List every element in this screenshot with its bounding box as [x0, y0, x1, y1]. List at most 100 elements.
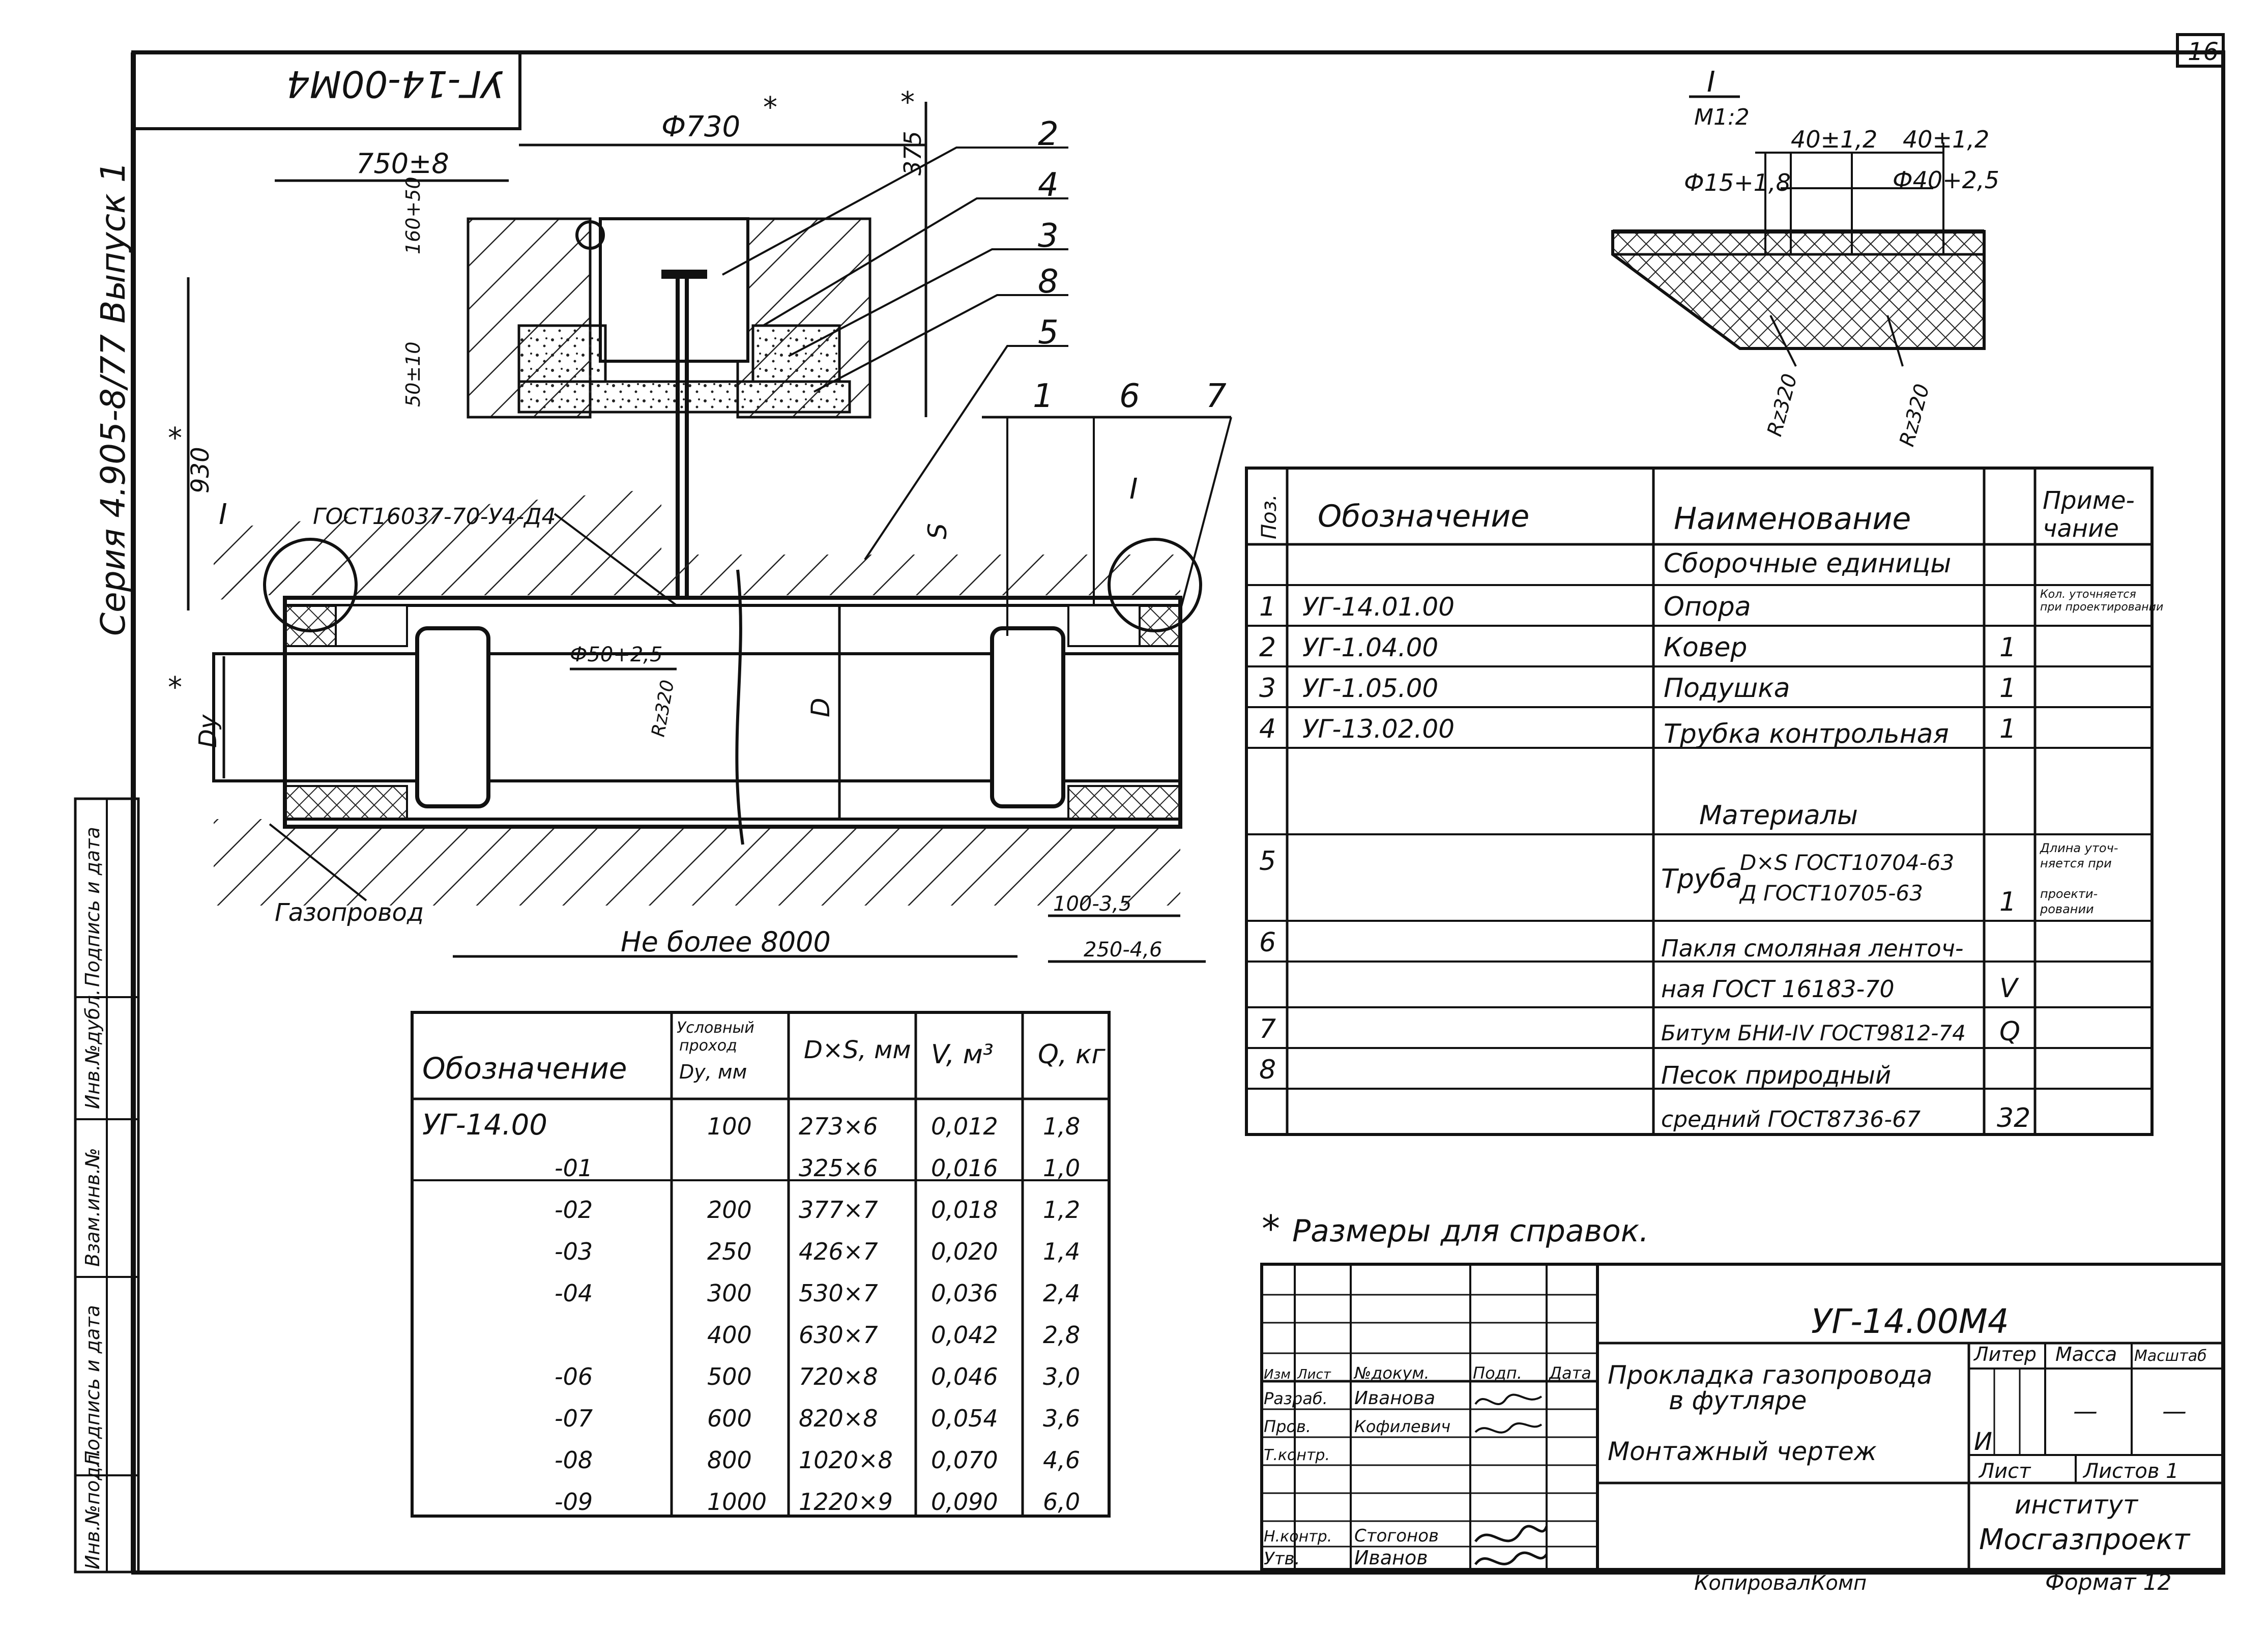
detail-d15: Ф15+1,8	[1684, 169, 1791, 196]
spec-header-note: Приме-	[2043, 486, 2135, 515]
spec-section-assembly: Сборочные единицы	[1664, 548, 1951, 579]
dim-d100: 100-3,5	[1053, 892, 1131, 916]
size-cell-dy: 600	[707, 1405, 752, 1432]
dim-d730-star: *	[763, 91, 777, 124]
spec-section-materials: Материалы	[1699, 800, 1858, 831]
tb-org-l1: институт	[2015, 1490, 2139, 1520]
size-cell-dy: 200	[707, 1196, 752, 1224]
size-cell-dy: 100	[707, 1113, 752, 1140]
side-stamp-3: Инв.№дубл.	[81, 989, 104, 1109]
spec-row-1-name: Опора	[1664, 592, 1751, 622]
dim-d375: 375	[899, 131, 926, 176]
size-cell-dy: 1000	[707, 1488, 767, 1516]
spec-row-1-note: Кол. уточняется	[2040, 588, 2136, 601]
detail-title: I	[1707, 66, 1715, 99]
leader-6: 6	[1119, 377, 1140, 415]
dim-d930-star: *	[168, 422, 182, 455]
detail-d40: Ф40+2,5	[1893, 166, 1999, 194]
size-header-v: V, м³	[931, 1039, 994, 1070]
spec-row-6-qty: V	[1999, 973, 2019, 1004]
tb-col-list: Лист	[1297, 1367, 1331, 1382]
detail-dim40a: 40±1,2	[1791, 126, 1877, 153]
tb-title-l2: в футляре	[1669, 1386, 1807, 1415]
seal-right-oakum	[1067, 604, 1141, 647]
size-cell-v: 0,016	[931, 1154, 998, 1182]
size-cell-v: 0,012	[931, 1113, 998, 1140]
side-stamp-1: Подпись и дата	[81, 1305, 104, 1465]
leader-3: 3	[1038, 217, 1059, 255]
signature-2	[1474, 1422, 1543, 1434]
spec-row-4-name: Трубка контрольная	[1664, 719, 1949, 749]
spec-row-7-pos: 7	[1259, 1014, 1276, 1044]
detail-rz-right: Rz320	[1895, 382, 1934, 449]
signature-5	[1474, 1525, 1548, 1542]
size-cell-q: 1,0	[1043, 1154, 1080, 1182]
size-cell-ds: 273×6	[799, 1113, 878, 1140]
tb-title-l3: Монтажный чертеж	[1608, 1437, 1877, 1466]
spec-row-4-pos: 4	[1259, 714, 1276, 744]
dim-dy: Dу	[194, 714, 222, 748]
tb-liter-value: И	[1974, 1428, 1992, 1456]
size-cell-ds: 1020×8	[799, 1446, 893, 1474]
size-cell-v: 0,046	[931, 1363, 998, 1390]
size-cell-ds: 720×8	[799, 1363, 878, 1390]
page-number: 16	[2188, 38, 2219, 66]
spec-row-5-note-4: ровании	[2040, 902, 2094, 916]
tb-role-6: Утв.	[1264, 1549, 1300, 1569]
spec-row-3-pos: 3	[1259, 673, 1276, 704]
spec-row-3-code: УГ-1.05.00	[1302, 674, 1438, 703]
leader-2: 2	[1038, 115, 1059, 153]
leader-4: 4	[1038, 166, 1059, 204]
size-cell-ds: 530×7	[799, 1279, 878, 1307]
top-stamp-code: УГ-14-00М4	[286, 63, 504, 105]
spec-row-5-note: Длина уточ-	[2040, 841, 2118, 855]
dim-d375-star: *	[900, 86, 915, 119]
size-cell-dy: 800	[707, 1446, 752, 1474]
carpet-body	[599, 217, 749, 363]
tb-org-l2: Мосгазпроект	[1979, 1523, 2191, 1556]
size-cell-q: 3,6	[1043, 1405, 1080, 1432]
spec-row-8-pos: 8	[1259, 1055, 1276, 1085]
size-cell-code: -09	[555, 1488, 593, 1516]
size-cell-q: 1,2	[1043, 1196, 1080, 1224]
size-header-code: Обозначение	[422, 1051, 627, 1086]
tb-role-3: Т.контр.	[1264, 1446, 1330, 1464]
size-cell-code: -07	[555, 1405, 593, 1432]
tb-liter-label: Литер	[1973, 1343, 2037, 1365]
spec-header-pos: Поз.	[1258, 494, 1281, 539]
size-cell-ds: 820×8	[799, 1405, 878, 1432]
tb-role-1: Разраб.	[1264, 1389, 1328, 1408]
tb-doc-code: УГ-14.00М4	[1811, 1302, 2009, 1341]
size-cell-v: 0,036	[931, 1279, 998, 1307]
series-label: Серия 4.905-8/77 Выпуск 1	[94, 161, 133, 636]
spec-row-7-name-a: Битум БНИ-IV ГОСТ9812-74	[1661, 1021, 1966, 1045]
spec-row-5-note-2: няется при	[2040, 856, 2112, 870]
copied-by-sign: Комп	[1811, 1571, 1867, 1595]
spec-header-code: Обозначение	[1318, 499, 1529, 534]
tb-col-sign: Подп.	[1473, 1363, 1522, 1383]
format-label: Формат 12	[2045, 1569, 2172, 1595]
detail-view	[1611, 95, 1986, 367]
size-cell-dy: 250	[707, 1238, 752, 1265]
support-right	[990, 626, 1065, 808]
tb-scale-value: —	[2162, 1397, 2187, 1425]
size-cell-v: 0,070	[931, 1446, 998, 1474]
soil-strip-lower	[214, 819, 1180, 906]
tb-role-5: Н.контр.	[1264, 1528, 1332, 1546]
spec-row-5-pos: 5	[1259, 846, 1276, 877]
dim-d750: 750±8	[356, 148, 449, 180]
size-cell-dy: 400	[707, 1321, 752, 1349]
leader-5: 5	[1038, 314, 1059, 352]
size-cell-code: УГ-14.00	[422, 1109, 547, 1142]
dim-d250: 250-4,6	[1084, 938, 1162, 962]
signature-1	[1474, 1393, 1543, 1405]
dim-D: D	[806, 697, 835, 717]
spec-table	[1245, 467, 2154, 1136]
size-cell-ds: 377×7	[799, 1196, 878, 1224]
side-stamp-0: Инв.№подл.	[81, 1448, 104, 1569]
tb-mass-value: —	[2073, 1397, 2098, 1425]
seal-right-bottom	[1067, 785, 1181, 820]
main-view	[187, 102, 1232, 963]
title-block	[1260, 1263, 2225, 1571]
